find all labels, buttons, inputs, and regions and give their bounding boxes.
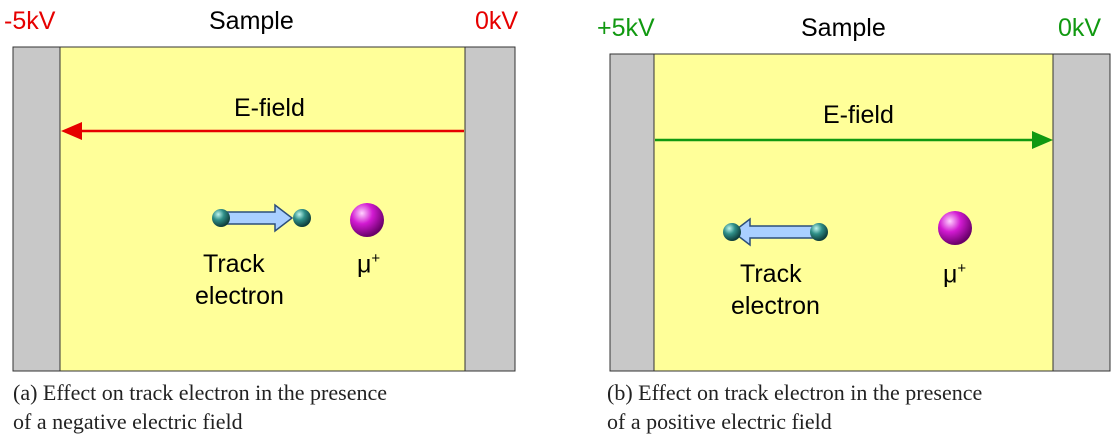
e-field-arrowhead (1032, 131, 1053, 149)
right-voltage-label: 0kV (1058, 14, 1102, 42)
caption-b: (b) Effect on track electron in the pres… (607, 378, 1112, 436)
left-electrode (609, 53, 655, 372)
caption-line1: (a) Effect on track electron in the pres… (13, 380, 387, 405)
sample-title: Sample (801, 14, 886, 42)
left-voltage-label: -5kV (4, 7, 56, 35)
electron-end-icon (293, 209, 311, 227)
right-electrode (1052, 53, 1111, 372)
electron-start-icon (212, 209, 230, 227)
panel-b: +5kV Sample 0kV E-field Track electron μ… (590, 0, 1115, 443)
muon-label: μ+ (357, 250, 381, 279)
electron-label-line2: electron (731, 292, 820, 320)
e-field-arrowhead (61, 122, 82, 140)
e-field-label: E-field (823, 101, 894, 129)
muon-icon (350, 203, 384, 237)
e-field-label: E-field (234, 94, 305, 122)
muon-label: μ+ (943, 260, 967, 289)
right-electrode (464, 46, 516, 372)
muon-icon (938, 211, 972, 245)
electron-start-icon (810, 223, 828, 241)
electron-end-icon (723, 223, 741, 241)
diagram-b (609, 53, 1111, 372)
electron-motion-arrow (220, 203, 294, 233)
electron-label-line2: electron (195, 282, 284, 310)
diagram-a (12, 46, 516, 372)
sample-region (12, 46, 516, 372)
left-voltage-label: +5kV (597, 14, 655, 42)
electron-label-line1: Track (740, 260, 802, 288)
caption-line2: of a positive electric field (607, 409, 832, 434)
right-voltage-label: 0kV (475, 7, 519, 35)
electron-label-line1: Track (203, 250, 265, 278)
sample-title: Sample (209, 7, 294, 35)
electron-motion-arrow-body (731, 217, 819, 247)
caption-line2: of a negative electric field (13, 409, 243, 434)
panel-a: -5kV Sample 0kV E-field Track electron μ… (0, 0, 540, 443)
left-electrode (12, 46, 61, 372)
caption-line1: (b) Effect on track electron in the pres… (607, 380, 983, 405)
caption-a: (a) Effect on track electron in the pres… (13, 378, 533, 436)
